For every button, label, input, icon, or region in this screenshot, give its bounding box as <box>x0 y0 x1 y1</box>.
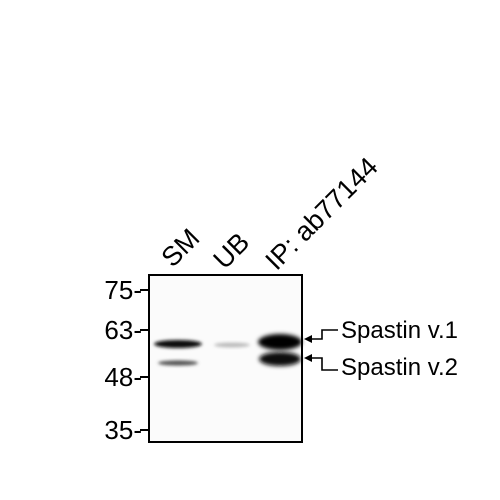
mw-marker-35: 35- <box>104 415 142 445</box>
band-label-spastin-v2: Spastin v.2 <box>341 354 458 381</box>
arrow-v1 <box>306 329 338 340</box>
band-ip-upper <box>258 334 302 350</box>
mw-marker-63: 63- <box>104 315 142 345</box>
arrow-v2-head <box>304 354 312 362</box>
arrow-v1-head <box>304 335 312 343</box>
band-ip-lower <box>259 352 301 366</box>
band-sm-lower <box>158 360 198 366</box>
band-ub-upper <box>214 342 250 348</box>
arrow-v2 <box>306 357 338 371</box>
mw-marker-48: 48- <box>104 362 142 392</box>
band-label-spastin-v1: Spastin v.1 <box>341 317 458 344</box>
mw-marker-75: 75- <box>104 275 142 305</box>
band-sm-upper <box>154 340 202 348</box>
